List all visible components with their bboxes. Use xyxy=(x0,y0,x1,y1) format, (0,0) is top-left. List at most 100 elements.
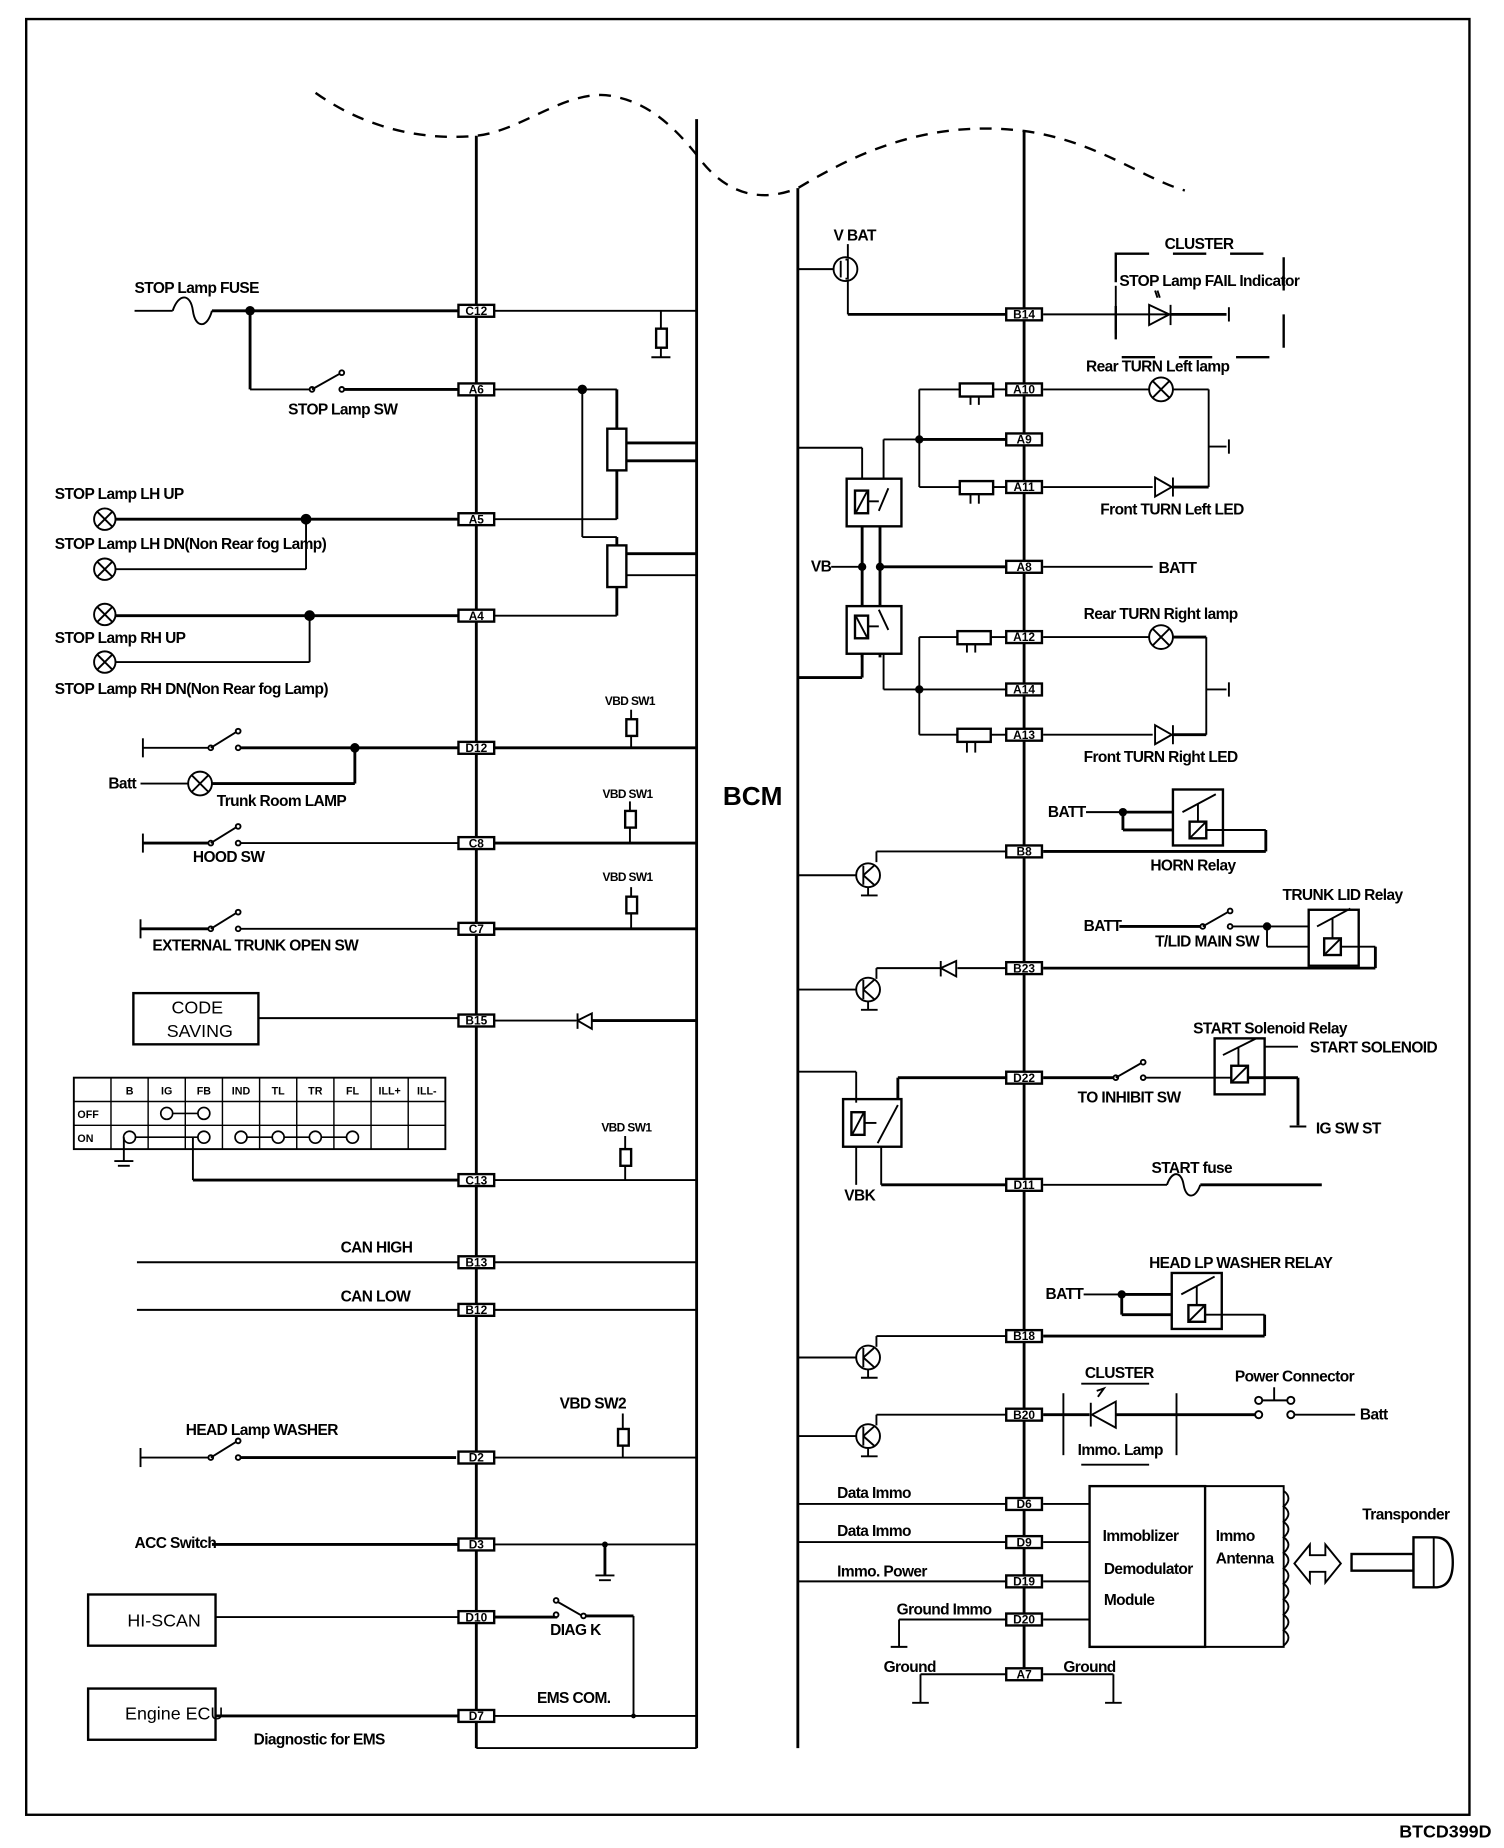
cluster-label: CLUSTER xyxy=(1165,236,1234,253)
connector-label: B8 xyxy=(1016,845,1032,859)
connector-box xyxy=(1005,727,1044,742)
batt-label: BATT xyxy=(1159,560,1198,577)
connector-label: A14 xyxy=(1013,683,1035,697)
connector-label: B18 xyxy=(1013,1329,1035,1343)
bcm-label: BCM xyxy=(723,781,783,811)
connector-pin-right: D20 xyxy=(1005,1612,1044,1627)
v-bat-label: V BAT xyxy=(834,228,877,245)
table-terminal-circle xyxy=(234,1130,248,1145)
power-connector-icon xyxy=(1254,1387,1296,1420)
connector-pin-right: B20 xyxy=(1005,1407,1044,1422)
immo-antenna-box xyxy=(1205,1485,1285,1648)
connector-label: C8 xyxy=(469,836,485,850)
external-trunk-open-sw-label: EXTERNAL TRUNK OPEN SW xyxy=(152,937,359,954)
stop-lamp-lh-up-label: STOP Lamp LH UP xyxy=(55,486,184,503)
lamp-icon xyxy=(93,602,117,627)
connector-pin-left: A5 xyxy=(457,512,496,527)
connector-pin-left: D12 xyxy=(457,740,496,755)
power-connector-label: Power Connector xyxy=(1235,1368,1355,1385)
ground-left-label: Ground xyxy=(884,1659,936,1676)
connector-pin-right: A14 xyxy=(1005,682,1044,697)
table-terminal-circle xyxy=(159,1106,174,1121)
lamp-icon xyxy=(93,507,117,531)
table-row-label: OFF xyxy=(77,1109,99,1121)
connector-box xyxy=(1005,382,1044,397)
batt-label: BATT xyxy=(1084,918,1123,935)
connector-label: D9 xyxy=(1016,1535,1032,1549)
front-turn-left-label: Front TURN Left LED xyxy=(1100,501,1244,518)
connector-pin-left: B13 xyxy=(457,1255,496,1269)
connector-box xyxy=(457,512,496,527)
acc-switch-label: ACC Switch xyxy=(135,1535,217,1552)
switch-icon xyxy=(207,908,242,933)
diode-icon xyxy=(575,1011,593,1031)
junction-dot xyxy=(631,1713,636,1719)
resistor-icon xyxy=(625,718,639,738)
connector-label: D3 xyxy=(469,1538,485,1552)
table-header-cell: ILL- xyxy=(417,1085,437,1097)
connector-label: D19 xyxy=(1013,1575,1035,1589)
connector-box xyxy=(457,382,496,397)
connector-pin-right: B8 xyxy=(1005,844,1044,859)
vb-label: VB xyxy=(811,559,832,576)
antenna-coil-icon xyxy=(1282,1490,1290,1647)
bidirectional-arrow-icon xyxy=(1293,1541,1343,1586)
diag-k-label: DIAG K xyxy=(550,1622,602,1639)
cluster-box xyxy=(1114,252,1285,359)
connector-box xyxy=(457,1013,496,1028)
engine-ecu-label: Engine ECU xyxy=(125,1704,223,1724)
connector-box xyxy=(1005,1177,1044,1192)
connector-label: A5 xyxy=(469,512,485,526)
connector-label: A8 xyxy=(1016,560,1032,574)
connector-box xyxy=(1005,1667,1044,1682)
trunk-lid-relay-label: TRUNK LID Relay xyxy=(1282,887,1403,904)
connector-box xyxy=(457,303,496,318)
immo-antenna-label-1: Immo xyxy=(1216,1528,1255,1545)
relay-coil-icon xyxy=(853,609,890,640)
table-header-cell: FB xyxy=(197,1085,212,1097)
vbk-label: VBK xyxy=(844,1187,876,1204)
table-header-cell: IND xyxy=(232,1085,251,1097)
resistor-icon xyxy=(956,727,992,744)
connector-pin-right: A11 xyxy=(1005,479,1044,495)
connector-box xyxy=(1005,479,1044,495)
connector-label: A11 xyxy=(1014,480,1036,494)
connector-pin-right: A13 xyxy=(1005,727,1044,742)
rear-turn-right-label: Rear TURN Right lamp xyxy=(1084,606,1238,623)
connector-pin-right: A12 xyxy=(1005,629,1044,644)
horn-relay-label: HORN Relay xyxy=(1150,857,1236,874)
connector-box xyxy=(457,1537,496,1552)
connector-box xyxy=(1005,1612,1044,1627)
relay-icon xyxy=(1222,1037,1257,1084)
transponder-label: Transponder xyxy=(1362,1506,1450,1523)
connector-label: D2 xyxy=(469,1451,485,1465)
connector-box xyxy=(1005,1407,1044,1422)
connector-pin-right: D22 xyxy=(1005,1070,1044,1085)
transistor-icon xyxy=(855,1423,881,1449)
resistor-icon xyxy=(616,1427,630,1447)
code-saving-label-2: SAVING xyxy=(167,1021,233,1041)
connector-box xyxy=(457,1609,496,1625)
table-terminal-circle xyxy=(197,1106,211,1121)
connector-pin-left: C12 xyxy=(457,303,496,318)
driver-block-1 xyxy=(606,427,628,472)
table-terminal-circle xyxy=(308,1130,323,1145)
resistor-icon xyxy=(958,382,995,398)
connector-label: A13 xyxy=(1013,728,1035,742)
table-header-cell: ILL+ xyxy=(378,1085,400,1097)
switch-icon xyxy=(207,1437,242,1461)
connector-box xyxy=(1005,844,1044,859)
table-terminal-circle xyxy=(271,1130,285,1145)
immobilizer-module-box xyxy=(1088,1484,1207,1649)
ground-right-label: Ground xyxy=(1063,1659,1115,1676)
connector-label: A4 xyxy=(469,609,485,623)
trunk-room-lamp-label: Trunk Room LAMP xyxy=(217,793,347,810)
connector-box xyxy=(1005,307,1044,322)
connector-box xyxy=(457,740,496,755)
connector-pin-left: B12 xyxy=(457,1302,496,1317)
connector-pin-left: D10 xyxy=(457,1609,496,1625)
connector-pin-right: D6 xyxy=(1005,1496,1044,1511)
mosfet-icon xyxy=(832,256,859,282)
connector-pin-right: A8 xyxy=(1005,559,1044,574)
code-saving-box xyxy=(132,991,260,1046)
